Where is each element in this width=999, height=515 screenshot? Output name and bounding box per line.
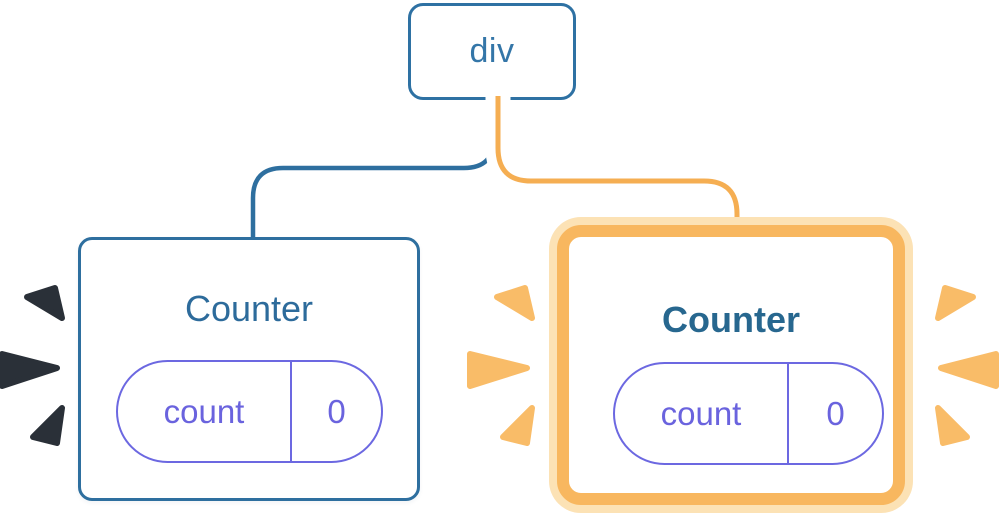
burst-marks-right-counter-right <box>935 285 999 446</box>
state-value: 0 <box>327 393 346 430</box>
state-pill: count 0 <box>613 362 884 465</box>
state-key-cell: count <box>615 364 789 463</box>
edge-highlight-casing <box>485 94 750 242</box>
burst-marks-right-counter-left <box>467 285 535 446</box>
burst-mark-icon <box>935 405 970 446</box>
burst-mark-icon <box>500 405 535 446</box>
burst-mark-icon <box>494 285 535 321</box>
counter-component-left: Counter count 0 <box>78 237 420 501</box>
component-title: Counter <box>184 288 314 329</box>
state-value: 0 <box>826 395 845 432</box>
counter-component-right: Counter count 0 <box>557 225 905 505</box>
burst-mark-icon <box>938 351 999 389</box>
burst-mark-icon <box>467 351 530 389</box>
root-node-div: div <box>408 3 576 100</box>
burst-mark-icon <box>0 351 60 389</box>
state-value-cell: 0 <box>292 362 381 461</box>
state-key-cell: count <box>118 362 292 461</box>
state-key-label: count <box>660 395 742 432</box>
burst-marks-left-counter <box>0 285 65 446</box>
burst-mark-icon <box>24 285 65 321</box>
burst-mark-icon <box>935 285 976 321</box>
root-node-label: div <box>469 32 515 70</box>
burst-mark-icon <box>30 405 65 446</box>
edge-div-to-right-counter <box>495 96 740 242</box>
state-pill: count 0 <box>116 360 383 463</box>
state-key-label: count <box>163 393 245 430</box>
component-title: Counter <box>662 299 800 340</box>
state-value-cell: 0 <box>789 364 882 463</box>
